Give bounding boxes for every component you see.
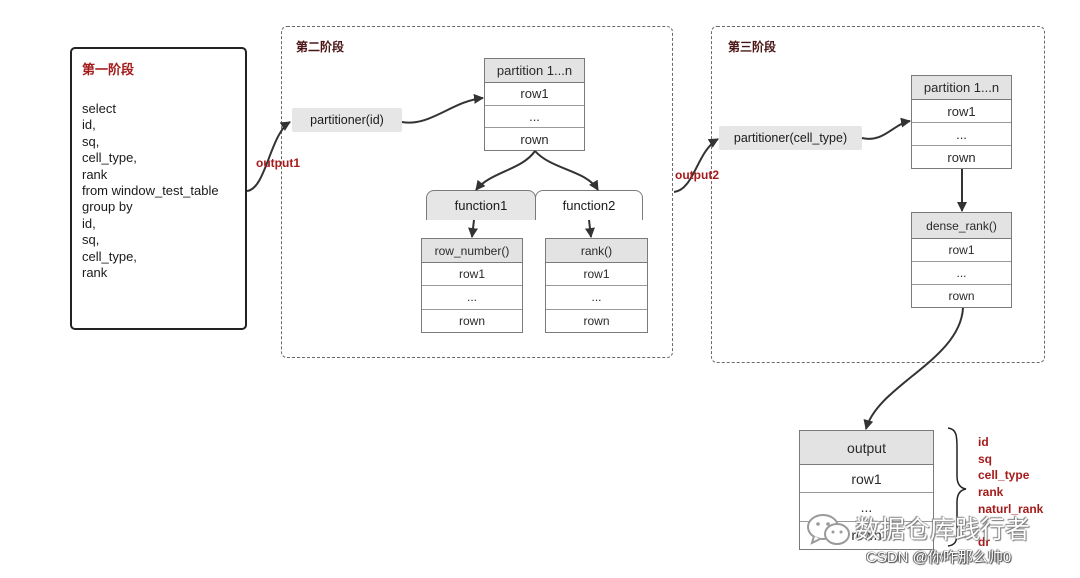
function2-tab: function2 [535, 190, 643, 220]
sql-line: id, [82, 215, 96, 231]
table-header: dense_rank() [912, 213, 1011, 239]
table-row: ... [912, 123, 1011, 146]
output-field: sq [978, 451, 993, 466]
partitioner-id-node: partitioner(id) [292, 108, 402, 132]
table-row: row1 [912, 239, 1011, 262]
sql-line: group by [82, 199, 133, 215]
table-row: rown [947, 149, 976, 165]
table-row: row1 [485, 83, 584, 106]
rank-table: rank() row1 ... rown [545, 238, 648, 333]
output-field-list: id sq cell_type rank naturl_rank dr [978, 434, 1043, 551]
table-header: rank() [546, 239, 647, 263]
table-row: ... [912, 262, 1011, 285]
output-field: dr [978, 535, 990, 550]
stage3-partition-table: partition 1...n row1 ... rown [911, 75, 1012, 169]
output-field: cell_type [978, 468, 1030, 483]
table-row: row1 [422, 263, 522, 287]
stage2-frame: 第二阶段 [281, 26, 673, 358]
stage1-title: 第一阶段 [82, 62, 135, 77]
wechat-watermark-text: 数据仓库践行者 [855, 516, 1031, 544]
sql-query: select id, sq, cell_type, rank from wind… [82, 101, 219, 281]
table-header: output [800, 431, 933, 465]
table-row: rown [948, 289, 975, 303]
stage2-title: 第二阶段 [296, 40, 345, 54]
sql-line: id, [82, 117, 96, 133]
output2-label: output2 [675, 168, 719, 182]
table-row: rown [851, 527, 882, 544]
sql-line: cell_type, [82, 248, 137, 264]
table-row: ... [546, 286, 647, 310]
csdn-watermark-text: CSDN @你咋那么帅0 [866, 549, 1012, 566]
table-row: rown [458, 313, 485, 328]
stage3-title: 第三阶段 [728, 40, 777, 54]
table-row: ... [485, 106, 584, 129]
table-row: row1 [800, 465, 933, 494]
table-header: partition 1...n [485, 59, 584, 83]
table-header: row_number() [422, 239, 522, 263]
dense-rank-table: dense_rank() row1 ... rown [911, 212, 1012, 308]
table-row: rown [520, 131, 549, 147]
output-field: rank [978, 485, 1004, 500]
table-row: ... [422, 286, 522, 310]
sql-line: rank [82, 265, 108, 281]
table-header: partition 1...n [912, 76, 1011, 100]
output-field: naturl_rank [978, 501, 1044, 516]
sql-line: rank [82, 166, 108, 182]
table-row: rown [583, 313, 610, 328]
sql-line: cell_type, [82, 150, 137, 166]
table-row: row1 [546, 263, 647, 287]
sql-line: sq, [82, 232, 100, 248]
output-field: id [978, 435, 989, 449]
output1-label: output1 [256, 156, 300, 170]
sql-line: sq, [82, 133, 100, 149]
table-row: ... [800, 493, 933, 522]
function1-tab: function1 [426, 190, 536, 220]
partitioner-cell-type-node: partitioner(cell_type) [719, 126, 862, 150]
row-number-table: row_number() row1 ... rown [421, 238, 523, 333]
wechat-logo-icon [807, 514, 850, 545]
stage1-box: 第一阶段 select id, sq, cell_type, rank from… [70, 47, 247, 330]
table-row: row1 [912, 100, 1011, 123]
sql-line: from window_test_table [82, 183, 219, 199]
stage2-partition-table: partition 1...n row1 ... rown [484, 58, 585, 151]
sql-line: select [82, 101, 116, 116]
